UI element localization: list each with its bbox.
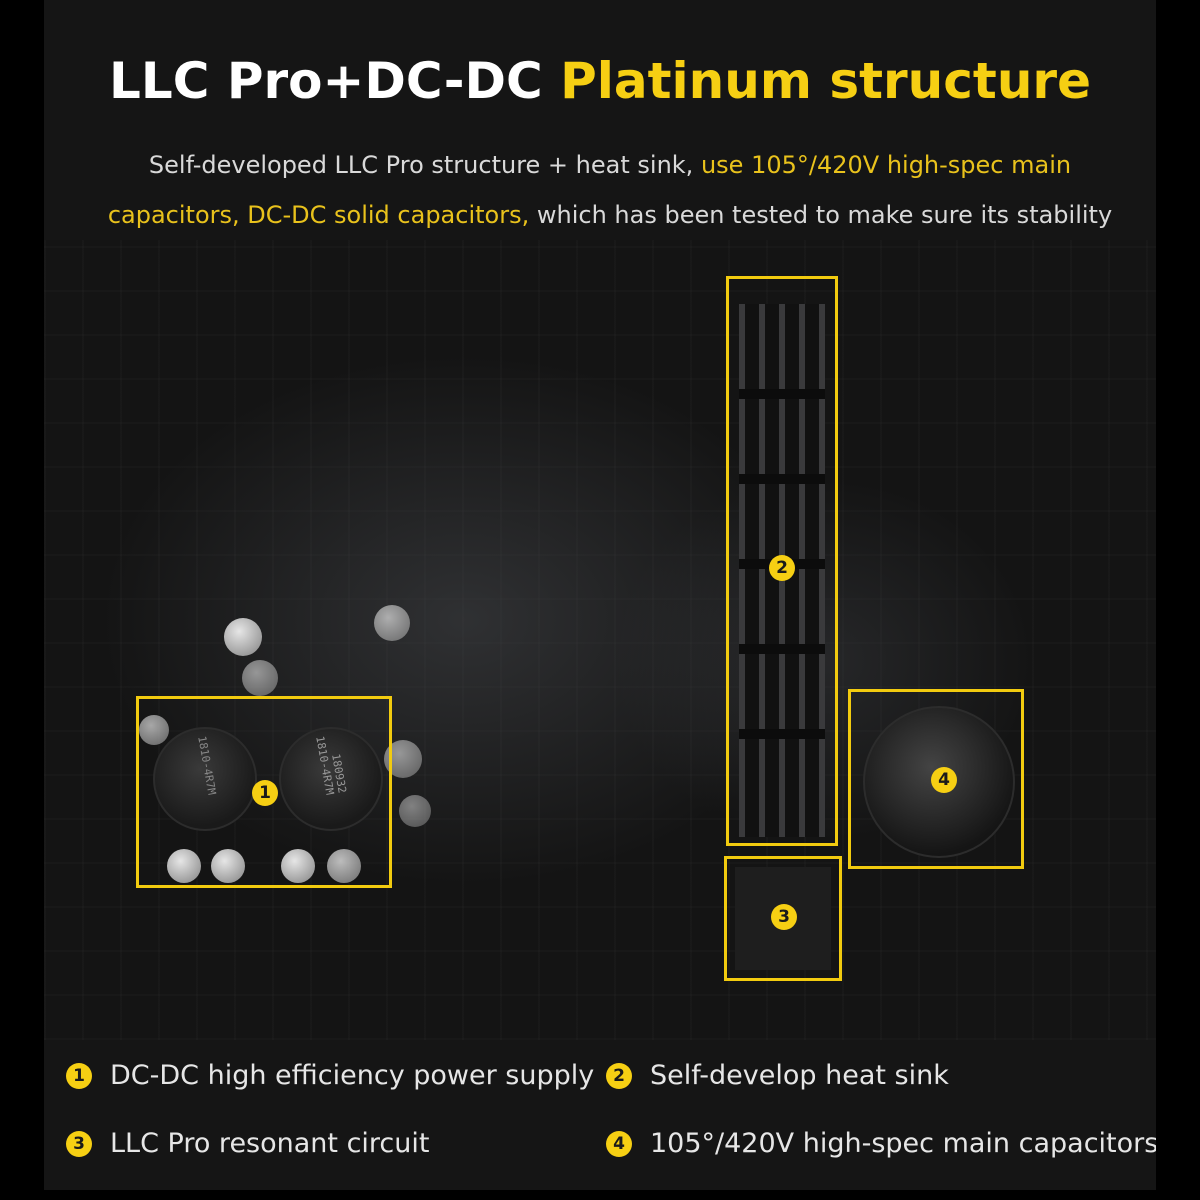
callout-badge-1: 1 <box>252 780 278 806</box>
capacitor-image <box>224 618 262 656</box>
inductor-image: 1810-4R7M 180932 <box>279 727 383 831</box>
capacitor-image <box>374 605 410 641</box>
capacitor-image <box>399 795 431 827</box>
pcb-photo <box>44 240 1156 1040</box>
highlight-box-heat-sink: 2 <box>726 276 838 846</box>
legend-label-1: DC-DC high efficiency power supply <box>110 1060 595 1091</box>
subtitle-line2-highlight: capacitors, DC-DC solid capacitors, <box>107 201 530 229</box>
callout-badge-3: 3 <box>771 904 797 930</box>
subtitle-line2-white: which has been tested to make sure its s… <box>536 201 1113 229</box>
highlight-box-llc: 3 <box>724 856 842 981</box>
subtitle-line1-highlight: use 105°/420V high-spec main <box>700 151 1072 179</box>
highlight-box-main-capacitor: 4 <box>848 689 1024 869</box>
capacitor-image <box>139 715 169 745</box>
inductor-marking: 1810-4R7M <box>195 735 219 796</box>
capacitor-image <box>242 660 278 696</box>
callout-badge-4: 4 <box>931 767 957 793</box>
legend-label-4: 105°/420V high-spec main capacitors <box>650 1128 1156 1159</box>
capacitor-image <box>211 849 245 883</box>
page-title: LLC Pro+DC-DC Platinum structure <box>44 52 1156 110</box>
product-feature-panel: LLC Pro+DC-DC Platinum structure Self-de… <box>44 0 1156 1190</box>
subtitle-line1-white: Self-developed LLC Pro structure + heat … <box>148 151 694 179</box>
title-highlight: Platinum structure <box>560 52 1091 110</box>
legend-badge-2: 2 <box>606 1063 632 1089</box>
legend-badge-4: 4 <box>606 1131 632 1157</box>
legend-badge-3: 3 <box>66 1131 92 1157</box>
capacitor-image <box>167 849 201 883</box>
inductor-image: 1810-4R7M <box>153 727 257 831</box>
highlight-box-dcdc: 1810-4R7M 1810-4R7M 180932 1 <box>136 696 392 888</box>
legend-badge-1: 1 <box>66 1063 92 1089</box>
legend-label-3: LLC Pro resonant circuit <box>110 1128 430 1159</box>
capacitor-image <box>281 849 315 883</box>
title-white: LLC Pro+DC-DC <box>109 52 543 110</box>
callout-badge-2: 2 <box>769 555 795 581</box>
capacitor-image <box>327 849 361 883</box>
legend-label-2: Self-develop heat sink <box>650 1060 949 1091</box>
page-subtitle: Self-developed LLC Pro structure + heat … <box>80 140 1140 240</box>
